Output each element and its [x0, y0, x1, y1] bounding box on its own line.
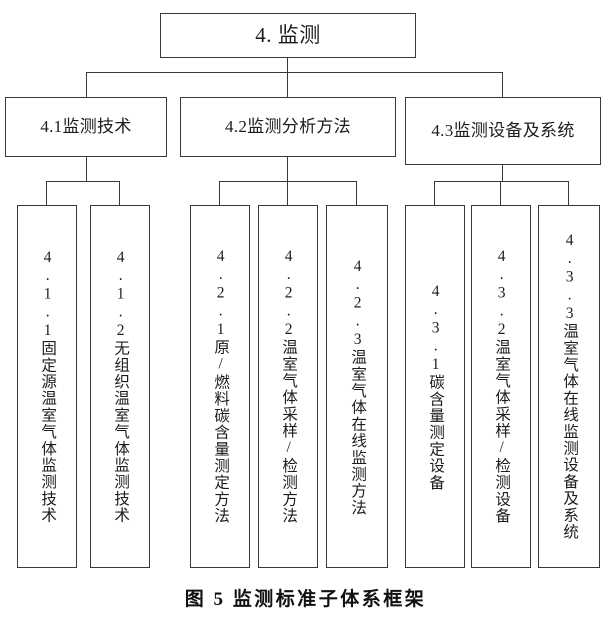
connector-4-1-stem — [86, 157, 88, 181]
connector-drop-4-3-2 — [500, 181, 502, 205]
connector-drop-4-2-3 — [356, 181, 358, 205]
connector-drop-4-2-2 — [287, 181, 289, 205]
connector-drop-4-2-1 — [219, 181, 221, 205]
node-4-3-1-label: 4.3.1碳含量测定设备 — [427, 282, 445, 491]
connector-drop-4-1-1 — [46, 181, 48, 205]
node-root-monitoring: 4. 监测 — [160, 13, 416, 58]
node-4-1-label: 4.1监测技术 — [40, 116, 132, 136]
node-4-3-3-online-monitoring-equipment: 4.3.3温室气体在线监测设备及系统 — [538, 205, 600, 568]
node-4-1-2-fugitive-source: 4.1.2无组织温室气体监测技术 — [90, 205, 150, 568]
node-4-1-1-label: 4.1.1固定源温室气体监测技术 — [39, 249, 57, 524]
figure-caption: 图 5 监测标准子体系框架 — [184, 589, 427, 610]
node-4-3-3-label: 4.3.3温室气体在线监测设备及系统 — [561, 232, 579, 541]
node-4-1-1-stationary-source: 4.1.1固定源温室气体监测技术 — [17, 205, 77, 568]
node-4-1-monitoring-technology: 4.1监测技术 — [5, 97, 167, 157]
connector-4-2-stem — [287, 157, 289, 181]
connector-4-1-bus — [46, 181, 120, 183]
node-4-2-3-label: 4.2.3温室气体在线监测方法 — [349, 257, 367, 516]
node-4-2-analysis-method: 4.2监测分析方法 — [180, 97, 396, 157]
node-4-2-label: 4.2监测分析方法 — [225, 116, 351, 136]
connector-root-stem — [287, 58, 289, 72]
node-4-2-2-label: 4.2.2温室气体采样/检测方法 — [280, 248, 298, 525]
node-4-3-equipment-system: 4.3监测设备及系统 — [405, 97, 601, 165]
connector-drop-4-1 — [86, 72, 88, 97]
node-4-2-1-label: 4.2.1原/燃料碳含量测定方法 — [212, 248, 230, 525]
connector-4-3-bus — [434, 181, 569, 183]
connector-drop-4-1-2 — [119, 181, 121, 205]
connector-level2-bus — [86, 72, 503, 74]
connector-drop-4-3-3 — [568, 181, 570, 205]
node-4-2-3-online-monitoring-method: 4.2.3温室气体在线监测方法 — [326, 205, 388, 568]
node-4-3-1-carbon-content-equipment: 4.3.1碳含量测定设备 — [405, 205, 465, 568]
node-4-1-2-label: 4.1.2无组织温室气体监测技术 — [112, 249, 130, 524]
node-4-3-2-label: 4.3.2温室气体采样/检测设备 — [493, 248, 511, 525]
connector-4-3-stem — [502, 165, 504, 181]
node-4-3-2-sampling-detection-equipment: 4.3.2温室气体采样/检测设备 — [471, 205, 531, 568]
node-4-2-2-sampling-detection-method: 4.2.2温室气体采样/检测方法 — [258, 205, 318, 568]
connector-drop-4-3 — [502, 72, 504, 97]
connector-drop-4-2 — [287, 72, 289, 97]
node-root-label: 4. 监测 — [255, 22, 321, 47]
connector-drop-4-3-1 — [434, 181, 436, 205]
node-4-3-label: 4.3监测设备及系统 — [431, 120, 575, 140]
node-4-2-1-fuel-carbon-content: 4.2.1原/燃料碳含量测定方法 — [190, 205, 250, 568]
